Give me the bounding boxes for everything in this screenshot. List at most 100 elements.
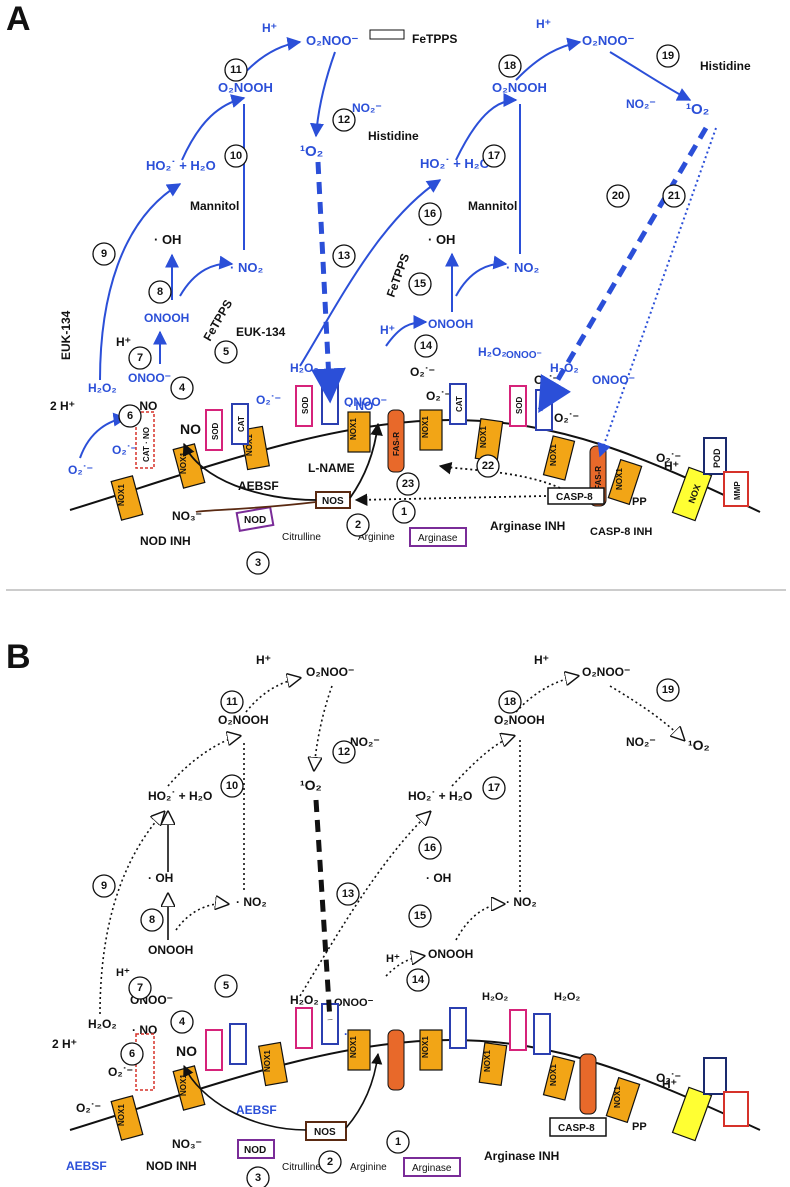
arginase-inh-b: Arginase INH xyxy=(484,1149,559,1163)
arrow-17 xyxy=(455,93,518,161)
nox1-b8: NOX1 xyxy=(605,1076,641,1124)
b-arrow-11 xyxy=(245,678,300,713)
svg-text:NOX1: NOX1 xyxy=(421,1036,430,1058)
b-arrow-17 xyxy=(451,736,514,787)
o2nooh-a1: O₂NOOH xyxy=(218,80,273,95)
b-step-number-12: 12 xyxy=(338,746,350,758)
svg-text:NOX1: NOX1 xyxy=(479,426,488,448)
o2noo-a1: O₂NOO⁻ xyxy=(306,33,359,48)
b-step-circle-18 xyxy=(498,690,522,714)
a-step-circle-9 xyxy=(92,242,116,266)
membrane-b xyxy=(69,1038,761,1131)
b-step-circle-8 xyxy=(140,908,164,932)
nox1-a5: NOX1 xyxy=(419,409,443,451)
nos-brown-arc xyxy=(195,501,317,513)
a-step-circle-20 xyxy=(606,184,630,208)
hplus-a5: H⁺ xyxy=(664,459,679,473)
a-step-number-14: 14 xyxy=(420,340,433,352)
arginine-a: Arginine xyxy=(358,532,395,543)
nod-label-a: NOD xyxy=(244,515,266,526)
a-step-number-19: 19 xyxy=(662,50,674,62)
sod-a3-label: SOD xyxy=(515,396,524,414)
b-step-circle-5 xyxy=(214,974,238,998)
b-singlet-dash xyxy=(313,799,333,1021)
arrow-12 xyxy=(309,51,336,138)
svg-text:NOX1: NOX1 xyxy=(179,452,188,474)
sod-b2 xyxy=(295,1007,313,1049)
arrow-10 xyxy=(181,94,246,161)
svg-text:NOX1: NOX1 xyxy=(117,484,126,506)
b-step-number-17: 17 xyxy=(488,782,500,794)
a-step-circle-6 xyxy=(118,404,142,428)
casp8-box-a xyxy=(547,487,605,505)
no2minus-b1: NO₂⁻ xyxy=(350,735,380,749)
onoo-a3: ONOO⁻ xyxy=(506,350,542,361)
oh-b2: · OH xyxy=(426,871,451,885)
b-step-circle-1 xyxy=(386,1130,410,1154)
b-arrow-16 xyxy=(299,812,430,997)
nos-label-b: NOS xyxy=(314,1127,336,1138)
no2minus-a2: NO₂⁻ xyxy=(626,97,656,111)
a-step-circle-7 xyxy=(128,346,152,370)
nod-label-b: NOD xyxy=(244,1145,266,1156)
b-step-circle-6 xyxy=(120,1042,144,1066)
catno-a-label: CAT · NO xyxy=(142,427,151,462)
casp8-label-a: CASP-8 xyxy=(556,492,593,503)
b-step-circle-13 xyxy=(336,882,360,906)
b-step-number-11: 11 xyxy=(226,696,238,708)
nox1-a4: NOX1 xyxy=(347,411,371,453)
a-step-number-10: 10 xyxy=(230,150,242,162)
panel-a-letter: A xyxy=(6,0,31,38)
svg-text:NOX1: NOX1 xyxy=(349,1036,358,1058)
sod-a1-label: SOD xyxy=(211,422,220,440)
o2rad-a2: O₂˙⁻ xyxy=(68,463,93,477)
b-step-number-9: 9 xyxy=(101,880,107,892)
ho2-a2: HO₂˙ + H₂O xyxy=(420,156,490,171)
nox1-b5: NOX1 xyxy=(419,1029,443,1071)
casp8-box-b xyxy=(549,1117,607,1137)
cat-b4 xyxy=(533,1013,551,1055)
o2noo-b2: O₂NOO⁻ xyxy=(582,665,630,679)
cat-a1-label: CAT xyxy=(237,416,246,432)
svg-text:NOX1: NOX1 xyxy=(349,418,358,440)
singlet-a1: ¹O₂ xyxy=(300,143,323,160)
o2rad-a3: O₂˙⁻ xyxy=(256,393,281,407)
citrulline-b: Citrulline xyxy=(282,1162,321,1173)
b-nos-to-fas xyxy=(345,1052,383,1129)
onooh-a2: ONOOH xyxy=(428,317,473,331)
b-step-number-13: 13 xyxy=(342,888,354,900)
svg-text:NOX1: NOX1 xyxy=(613,1086,622,1108)
a-step-circle-21 xyxy=(662,184,686,208)
nox1-a1: NOX1 xyxy=(110,475,144,521)
arginase-box-b xyxy=(403,1157,461,1177)
nox-box-a xyxy=(671,466,713,522)
b-arrow-10 xyxy=(167,736,240,787)
b-step-number-4: 4 xyxy=(179,1016,186,1028)
b-step-number-2: 2 xyxy=(327,1156,333,1168)
aebsf-a: AEBSF xyxy=(238,479,279,493)
citrulline-a: Citrulline xyxy=(282,532,321,543)
o2noo-b1: O₂NOO⁻ xyxy=(306,665,354,679)
panel-a: A H⁺ O₂NOO⁻ FeTPPS O₂NOOH NO₂⁻ ¹O₂ Histi… xyxy=(6,0,761,575)
fetpps-bar-a1 xyxy=(369,29,405,40)
hplus-b5: H⁺ xyxy=(662,1077,677,1091)
casp8-to-nos-arrow xyxy=(354,493,547,507)
no3-a: NO₃⁻ xyxy=(172,509,202,523)
a-step-number-17: 17 xyxy=(488,150,500,162)
o2rad-a4: O₂˙⁻ xyxy=(410,365,435,379)
arrow-15b xyxy=(455,255,508,297)
o2rad-b1: O₂˙⁻ xyxy=(76,1101,101,1115)
o2rad-a5: O₂˙⁻ xyxy=(426,389,451,403)
onoo-a4: ONOO⁻ xyxy=(592,373,635,387)
nox1-b4: NOX1 xyxy=(347,1029,371,1071)
a-step-number-11: 11 xyxy=(230,64,242,76)
svg-text:NOX1: NOX1 xyxy=(245,434,254,456)
nod-inh-a: NOD INH xyxy=(140,534,191,548)
mannitol-a2: Mannitol xyxy=(468,199,517,213)
b-step-circle-16 xyxy=(418,836,442,860)
nos-to-no-arrow xyxy=(182,442,317,501)
a-step-circle-12 xyxy=(332,108,356,132)
b-arrow-18 xyxy=(515,676,578,713)
